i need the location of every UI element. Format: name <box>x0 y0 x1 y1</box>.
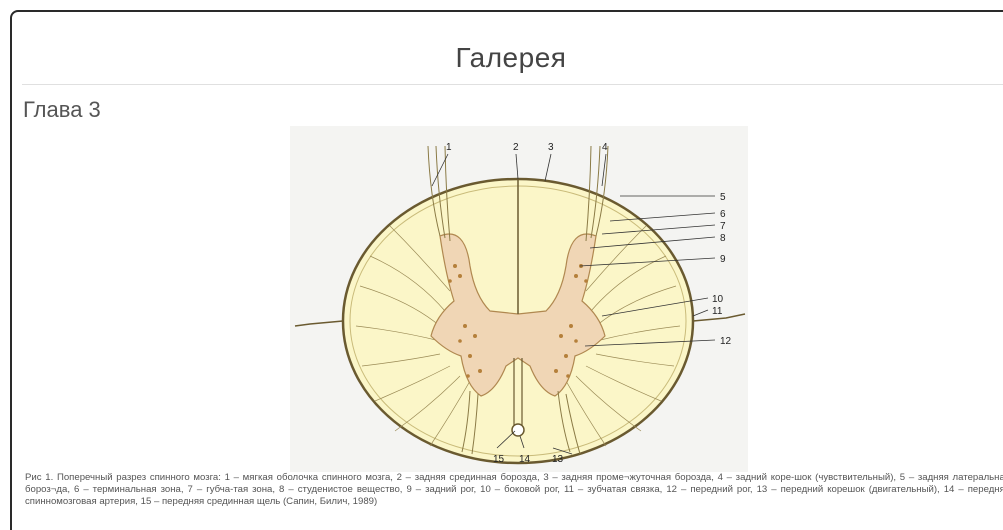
label-10: 10 <box>712 294 724 305</box>
label-9: 9 <box>720 254 726 265</box>
label-4: 4 <box>602 142 608 153</box>
anterior-spinal-artery <box>512 424 524 436</box>
chapter-heading: Глава 3 <box>23 97 101 123</box>
label-8: 8 <box>720 233 726 244</box>
label-2: 2 <box>513 142 519 153</box>
title-divider <box>22 84 1003 85</box>
label-12: 12 <box>720 336 732 347</box>
label-15: 15 <box>493 454 505 465</box>
spinal-cord-figure[interactable]: 1 2 3 4 5 6 7 8 9 10 11 12 13 14 15 <box>290 126 748 472</box>
label-13: 13 <box>552 454 564 465</box>
content-window: Галерея Глава 3 <box>10 10 1003 530</box>
denticulate-ligament-left <box>295 321 343 326</box>
label-5: 5 <box>720 192 726 203</box>
label-6: 6 <box>720 209 726 220</box>
figure-caption: Рис 1. Поперечный разрез спинного мозга:… <box>25 472 1003 508</box>
label-11: 11 <box>712 306 723 317</box>
label-3: 3 <box>548 142 554 153</box>
label-14: 14 <box>519 454 531 465</box>
page-title: Галерея <box>12 42 1003 74</box>
label-7: 7 <box>720 221 726 232</box>
label-1: 1 <box>446 142 452 153</box>
